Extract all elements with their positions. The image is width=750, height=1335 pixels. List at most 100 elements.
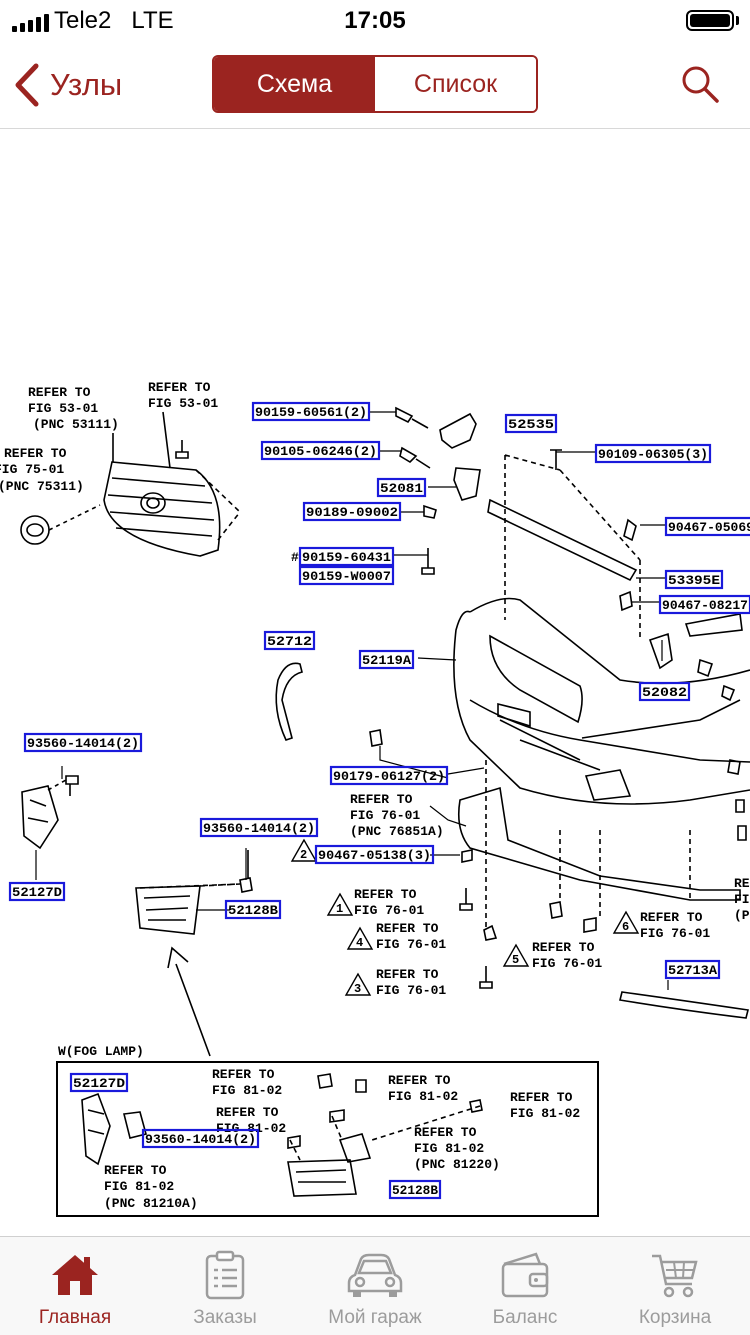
lower-fasteners-drawing xyxy=(369,729,691,989)
diagram-label: FIG 81-02 xyxy=(104,1179,174,1194)
part-link-52712[interactable]: 52712 xyxy=(263,630,316,651)
reference-triangle-5: 5 xyxy=(502,943,530,967)
diagram-label: (PNC 76851A) xyxy=(350,824,444,839)
rail-drawing xyxy=(487,498,638,582)
part-link-90179061272[interactable]: 90179-06127(2) xyxy=(329,765,449,786)
reference-triangle-4: 4 xyxy=(346,926,374,950)
svg-text:3: 3 xyxy=(354,982,361,996)
battery-icon xyxy=(686,10,734,31)
tab-garage[interactable]: Мой гараж xyxy=(300,1237,450,1335)
part-link-9018909002[interactable]: 90189-09002 xyxy=(302,501,402,522)
part-link-box xyxy=(504,413,558,434)
diagram-label: REFER TO xyxy=(510,1090,573,1105)
part-link-box xyxy=(314,844,435,865)
part-link-52127d[interactable]: 52127D xyxy=(69,1072,129,1093)
diagram-label: (P xyxy=(734,908,750,923)
part-link-9046705069[interactable]: 90467-05069 xyxy=(664,516,750,537)
part-number-links: 90159-60561(2) 52535 90105-06246(2) 90109-0… xyxy=(8,401,750,1200)
fog-lamp-inset-drawing xyxy=(81,1073,483,1197)
reference-triangle-2: 2 xyxy=(290,838,318,862)
part-link-93560140142[interactable]: 93560-14014(2) xyxy=(23,732,143,753)
part-link-52081[interactable]: 52081 xyxy=(376,477,427,498)
part-link-label: 93560-14014(2) xyxy=(27,736,139,751)
diagram-label: FIG 76-01 xyxy=(350,808,420,823)
car-icon xyxy=(347,1253,403,1297)
leader-dashes xyxy=(504,454,641,640)
part-link-box xyxy=(141,1128,260,1149)
part-link-box xyxy=(298,546,395,567)
tab-home[interactable]: Главная xyxy=(0,1237,150,1335)
diagram-label: FIG 53-01 xyxy=(28,401,98,416)
right-clips-drawing xyxy=(697,658,747,841)
clock: 17:05 xyxy=(344,7,406,34)
tab-orders[interactable]: Заказы xyxy=(150,1237,300,1335)
diagram-label: REFER TO xyxy=(350,792,413,807)
part-link-93560140142[interactable]: 93560-14014(2) xyxy=(141,1128,260,1149)
diagram-label: FIG xyxy=(734,892,750,907)
part-link-52128b[interactable]: 52128B xyxy=(388,1179,442,1200)
diagram-label: REFER TO xyxy=(354,887,417,902)
part-link-box xyxy=(251,401,371,422)
part-link-90109063053[interactable]: 90109-06305(3) xyxy=(594,443,712,464)
search-button[interactable] xyxy=(680,64,720,109)
carrier-name: Tele2 xyxy=(54,7,112,34)
diagram-label: REFER TO xyxy=(104,1163,167,1178)
emblem-drawing xyxy=(20,504,101,545)
part-link-52082[interactable]: 52082 xyxy=(638,681,691,702)
home-icon xyxy=(52,1255,98,1295)
part-link-52713a[interactable]: 52713A xyxy=(664,959,721,980)
svg-text:2: 2 xyxy=(300,848,307,862)
diagram-label: FIG 53-01 xyxy=(148,396,218,411)
part-link-label: 93560-14014(2) xyxy=(145,1132,256,1147)
part-link-label: 52081 xyxy=(380,481,423,496)
reference-triangle-6: 6 xyxy=(612,910,640,934)
network-type: LTE xyxy=(131,7,174,34)
diagram-label: FIG 76-01 xyxy=(376,983,446,998)
part-link-label: 52128B xyxy=(392,1183,438,1198)
spoiler-drawing xyxy=(457,786,741,901)
svg-text:4: 4 xyxy=(356,936,363,950)
chevron-left-icon xyxy=(15,63,39,107)
diagram-label: REFER TO xyxy=(376,967,439,982)
part-link-box xyxy=(638,681,691,702)
part-link-box xyxy=(664,569,724,590)
part-link-label: 90159-60431 xyxy=(302,550,391,565)
back-label: Узлы xyxy=(50,67,123,102)
tab-cart[interactable]: Корзина xyxy=(600,1237,750,1335)
diagram-drawing xyxy=(20,406,750,1217)
part-link-9046708217[interactable]: 90467-08217 xyxy=(658,594,750,615)
part-link-53395e[interactable]: 53395E xyxy=(664,569,724,590)
part-link-label: 90159-60561(2) xyxy=(255,405,367,420)
part-link-90105062462[interactable]: 90105-06246(2) xyxy=(260,440,381,461)
part-link-box xyxy=(658,594,750,615)
part-link-90159w0007[interactable]: 90159-W0007 xyxy=(298,565,395,586)
part-link-52535[interactable]: 52535 xyxy=(504,413,558,434)
part-link-90159605612[interactable]: 90159-60561(2) xyxy=(251,401,371,422)
segment-scheme[interactable]: Схема xyxy=(214,57,375,111)
part-link-label: 52535 xyxy=(508,417,554,432)
part-link-52119a[interactable]: 52119A xyxy=(358,649,415,670)
part-link-90467051383[interactable]: 90467-05138(3) xyxy=(314,844,435,865)
part-link-93560140142[interactable]: 93560-14014(2) xyxy=(199,817,319,838)
molding-left-drawing xyxy=(275,662,303,741)
part-link-box xyxy=(302,501,402,522)
wallet-icon xyxy=(501,1252,549,1298)
part-link-label: 53395E xyxy=(668,573,720,588)
part-link-label: 90467-05069 xyxy=(668,520,750,535)
part-link-52128b[interactable]: 52128B xyxy=(224,899,282,920)
part-link-9015960431[interactable]: 90159-60431 xyxy=(298,546,395,567)
part-link-label: 90467-05138(3) xyxy=(318,848,431,863)
diagram-label: FIG 81-02 xyxy=(388,1089,458,1104)
back-button[interactable]: Узлы xyxy=(14,62,122,108)
tab-balance[interactable]: Баланс xyxy=(450,1237,600,1335)
part-link-52127d[interactable]: 52127D xyxy=(8,881,66,902)
part-link-box xyxy=(8,881,66,902)
diagram-label: (PNC 81210A) xyxy=(104,1196,198,1211)
part-link-label: 93560-14014(2) xyxy=(203,821,315,836)
diagram-label: FIG 81-02 xyxy=(510,1106,580,1121)
tab-home-label: Главная xyxy=(38,1307,112,1328)
segment-list[interactable]: Список xyxy=(375,57,536,111)
